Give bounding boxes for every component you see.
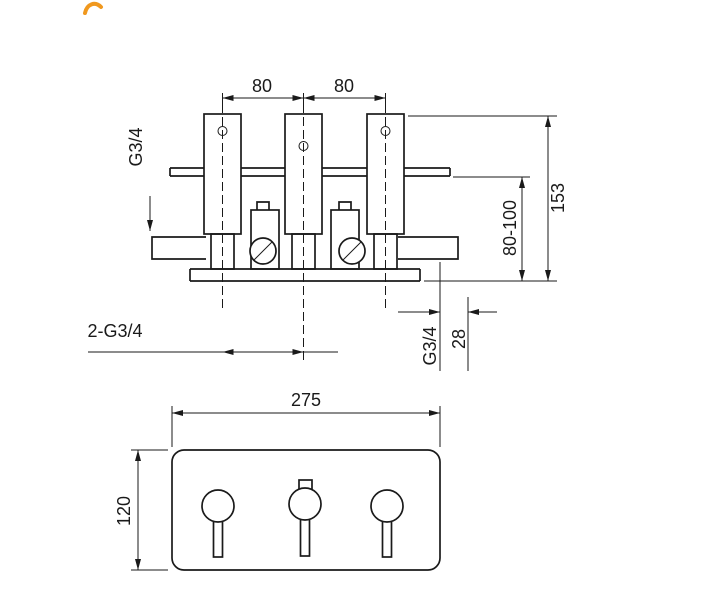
base-rail bbox=[189, 268, 421, 282]
supply-pipe-left bbox=[151, 236, 206, 260]
dim-80-right-label: 80 bbox=[334, 76, 354, 96]
handle-left-knob bbox=[201, 489, 235, 523]
cartridge-left-nub bbox=[256, 201, 270, 210]
thread-label-lower-right: G3/4 bbox=[420, 326, 440, 365]
cartridge-right-nub bbox=[338, 201, 352, 210]
thread-label-upper-left: G3/4 bbox=[126, 127, 146, 166]
dim-120-label: 120 bbox=[114, 496, 134, 526]
centerlines bbox=[222, 104, 386, 362]
top-view: 80 80 G3/4 153 80-100 G3/4 28 2-G3/4 bbox=[87, 76, 568, 371]
handle-center-knob bbox=[288, 487, 322, 521]
handle-center bbox=[288, 479, 322, 557]
dim-28-label: 28 bbox=[449, 329, 469, 349]
handle-left bbox=[201, 489, 235, 558]
inlet-port-left-slash bbox=[253, 241, 273, 261]
dim-80-100-label: 80-100 bbox=[500, 200, 520, 256]
inlet-port-left bbox=[249, 237, 277, 265]
accent-mark bbox=[83, 1, 103, 15]
dim-275-label: 275 bbox=[291, 390, 321, 410]
front-view: 275 120 bbox=[114, 390, 441, 571]
top-view-dimensions: 80 80 G3/4 153 80-100 G3/4 28 2-G3/4 bbox=[87, 76, 568, 371]
handle-right bbox=[370, 489, 404, 558]
thread-label-lower-left: 2-G3/4 bbox=[87, 321, 142, 341]
supply-pipe-right bbox=[398, 236, 459, 260]
dim-153-label: 153 bbox=[548, 183, 568, 213]
handle-right-knob bbox=[370, 489, 404, 523]
dim-80-left-label: 80 bbox=[252, 76, 272, 96]
cover-plate bbox=[171, 449, 441, 571]
inlet-port-right-slash bbox=[342, 241, 362, 261]
inlet-port-right bbox=[338, 237, 366, 265]
